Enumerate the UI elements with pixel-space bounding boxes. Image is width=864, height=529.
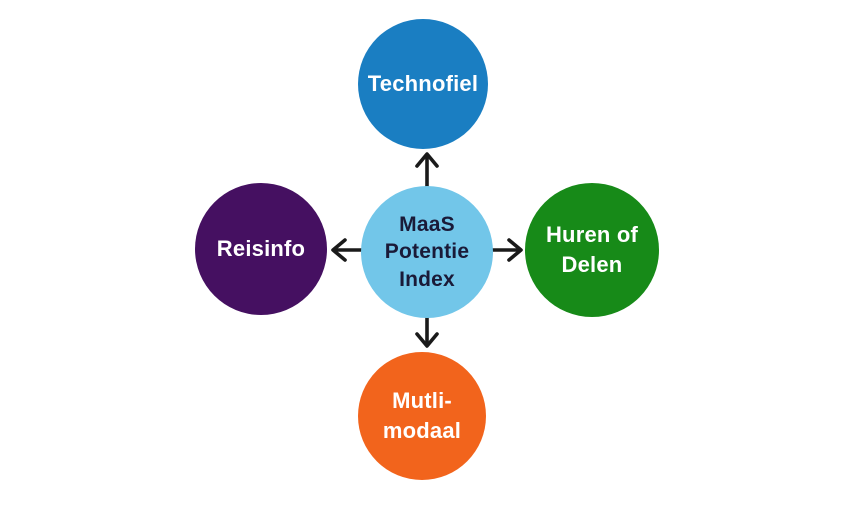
- arrow-up-icon: [415, 152, 439, 188]
- node-reisinfo-label: Reisinfo: [216, 236, 306, 262]
- node-technofiel-label: Technofiel: [367, 71, 479, 97]
- arrow-right-icon: [487, 238, 523, 262]
- node-technofiel: Technofiel: [358, 19, 488, 149]
- node-mutli-modaal: Mutli- modaal: [358, 352, 486, 480]
- arrow-down-icon: [415, 312, 439, 348]
- node-huren-of-delen: Huren of Delen: [525, 183, 659, 317]
- node-mutli-modaal-label: Mutli- modaal: [382, 388, 462, 443]
- node-maas-potentie-index: MaaS Potentie Index: [361, 186, 493, 318]
- node-maas-potentie-index-label: MaaS Potentie Index: [384, 213, 470, 291]
- node-huren-of-delen-label: Huren of Delen: [545, 222, 639, 277]
- node-reisinfo: Reisinfo: [195, 183, 327, 315]
